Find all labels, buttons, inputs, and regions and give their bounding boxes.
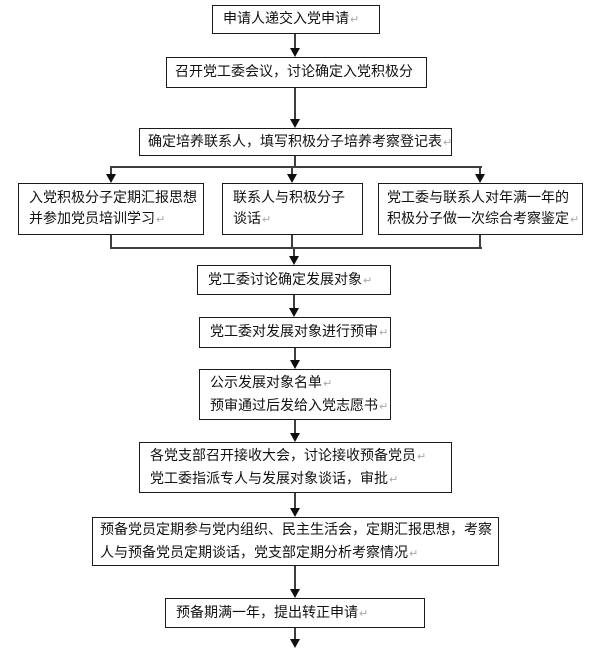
arrow-stem bbox=[294, 88, 296, 120]
flow-node-submit-application: 申请人递交入党申请↵ bbox=[212, 5, 380, 34]
paragraph-mark: ↵ bbox=[379, 399, 389, 413]
paragraph-mark: ↵ bbox=[379, 326, 389, 339]
arrow-stem bbox=[294, 628, 296, 641]
node-text: 各党支部召开接收大会，讨论接收预备党员 bbox=[150, 447, 416, 464]
arrow-stem bbox=[294, 420, 296, 435]
arrow-stem bbox=[294, 34, 296, 49]
flow-node-probationary-review: 预备党员定期参与党内组织、民主生活会，定期汇报思想，考察 人与预备党员定期谈话，… bbox=[92, 517, 499, 566]
node-text: 人与预备党员定期谈话，党支部定期分析考察情况 bbox=[100, 544, 408, 561]
paragraph-mark: ↵ bbox=[359, 606, 369, 620]
node-text: 确定培养联系人，填写积极分子培养考察登记表 bbox=[148, 133, 442, 150]
branch-right-stem bbox=[479, 166, 481, 176]
branch-left-head bbox=[106, 174, 116, 183]
branch-stem bbox=[294, 156, 296, 167]
arrow-head bbox=[290, 589, 300, 598]
flow-node-admission-meeting: 各党支部召开接收大会，讨论接收预备党员↵ 党工委指派专人与发展对象谈话，审批↵ bbox=[139, 442, 452, 493]
node-text: 公示发展对象名单 bbox=[210, 374, 322, 391]
node-text: 申请人递交入党申请 bbox=[223, 11, 349, 27]
arrow-head bbox=[290, 360, 300, 369]
node-text: 并参加党员培训学习 bbox=[29, 211, 155, 227]
paragraph-mark: ↵ bbox=[389, 472, 399, 486]
arrow-head bbox=[290, 48, 300, 57]
flow-node-full-membership-application: 预备期满一年，提出转正申请↵ bbox=[165, 598, 425, 628]
merge-line bbox=[110, 247, 482, 249]
paragraph-mark: ↵ bbox=[409, 546, 419, 560]
paragraph-mark: ↵ bbox=[350, 13, 360, 26]
node-text: 预备党员定期参与党内组织、民主生活会，定期汇报思想，考察 bbox=[100, 521, 492, 538]
arrow-stem bbox=[294, 348, 296, 362]
paragraph-mark: ↵ bbox=[570, 213, 580, 226]
flow-node-contact-talks: 联系人与积极分子 谈话↵ bbox=[222, 183, 363, 235]
flow-node-preliminary-review: 党工委对发展对象进行预审↵ bbox=[199, 317, 391, 348]
node-text: 党工委指派专人与发展对象谈话，审批 bbox=[150, 470, 388, 487]
paragraph-mark: ↵ bbox=[417, 449, 427, 463]
flow-node-publicize-list: 公示发展对象名单↵ 预审通过后发给入党志愿书↵ bbox=[199, 369, 391, 420]
arrow-head bbox=[289, 308, 299, 317]
paragraph-mark: ↵ bbox=[323, 376, 333, 390]
node-text: 入党积极分子定期汇报思想 bbox=[29, 190, 197, 206]
arrow-head bbox=[290, 119, 300, 128]
arrow-stem bbox=[293, 295, 295, 309]
merge-mid-stem bbox=[291, 235, 293, 249]
node-text: 党工委讨论确定发展对象 bbox=[208, 271, 362, 288]
branch-mid-head bbox=[287, 174, 297, 183]
branch-left-stem bbox=[110, 166, 112, 176]
node-text: 积极分子做一次综合考察鉴定 bbox=[387, 211, 569, 227]
paragraph-mark: ↵ bbox=[156, 213, 166, 226]
node-text: 谈话 bbox=[233, 211, 261, 227]
paragraph-mark: ↵ bbox=[443, 135, 453, 149]
branch-mid-stem bbox=[291, 166, 293, 176]
paragraph-mark: ↵ bbox=[363, 273, 373, 287]
arrow-stem bbox=[294, 566, 296, 591]
node-text: 召开党工委会议，讨论确定入党积极分 bbox=[175, 64, 413, 80]
merge-left-stem bbox=[110, 235, 112, 249]
arrow-head bbox=[289, 256, 299, 265]
arrow-head bbox=[290, 639, 300, 648]
flow-node-committee-meeting: 召开党工委会议，讨论确定入党积极分 bbox=[166, 57, 427, 88]
paragraph-mark: ↵ bbox=[262, 213, 272, 226]
merge-right-stem bbox=[479, 235, 481, 249]
arrow-stem bbox=[294, 493, 296, 510]
flow-node-assign-contacts: 确定培养联系人，填写积极分子培养考察登记表↵ bbox=[139, 128, 452, 156]
arrow-head bbox=[290, 508, 300, 517]
node-text: 党工委与联系人对年满一年的 bbox=[387, 190, 569, 206]
arrow-head bbox=[290, 433, 300, 442]
branch-right-head bbox=[475, 174, 485, 183]
flow-node-determine-development-targets: 党工委讨论确定发展对象↵ bbox=[197, 265, 391, 295]
node-text: 党工委对发展对象进行预审 bbox=[210, 324, 378, 340]
node-text: 预审通过后发给入党志愿书 bbox=[210, 397, 378, 414]
node-text: 联系人与积极分子 bbox=[233, 190, 345, 206]
flow-node-activist-reports: 入党积极分子定期汇报思想 并参加党员培训学习↵ bbox=[18, 183, 204, 235]
node-text: 预备期满一年，提出转正申请 bbox=[176, 604, 358, 621]
arrow-stem bbox=[293, 249, 295, 258]
flow-node-annual-assessment: 党工委与联系人对年满一年的 积极分子做一次综合考察鉴定↵ bbox=[378, 183, 583, 235]
branch-line bbox=[110, 166, 482, 168]
